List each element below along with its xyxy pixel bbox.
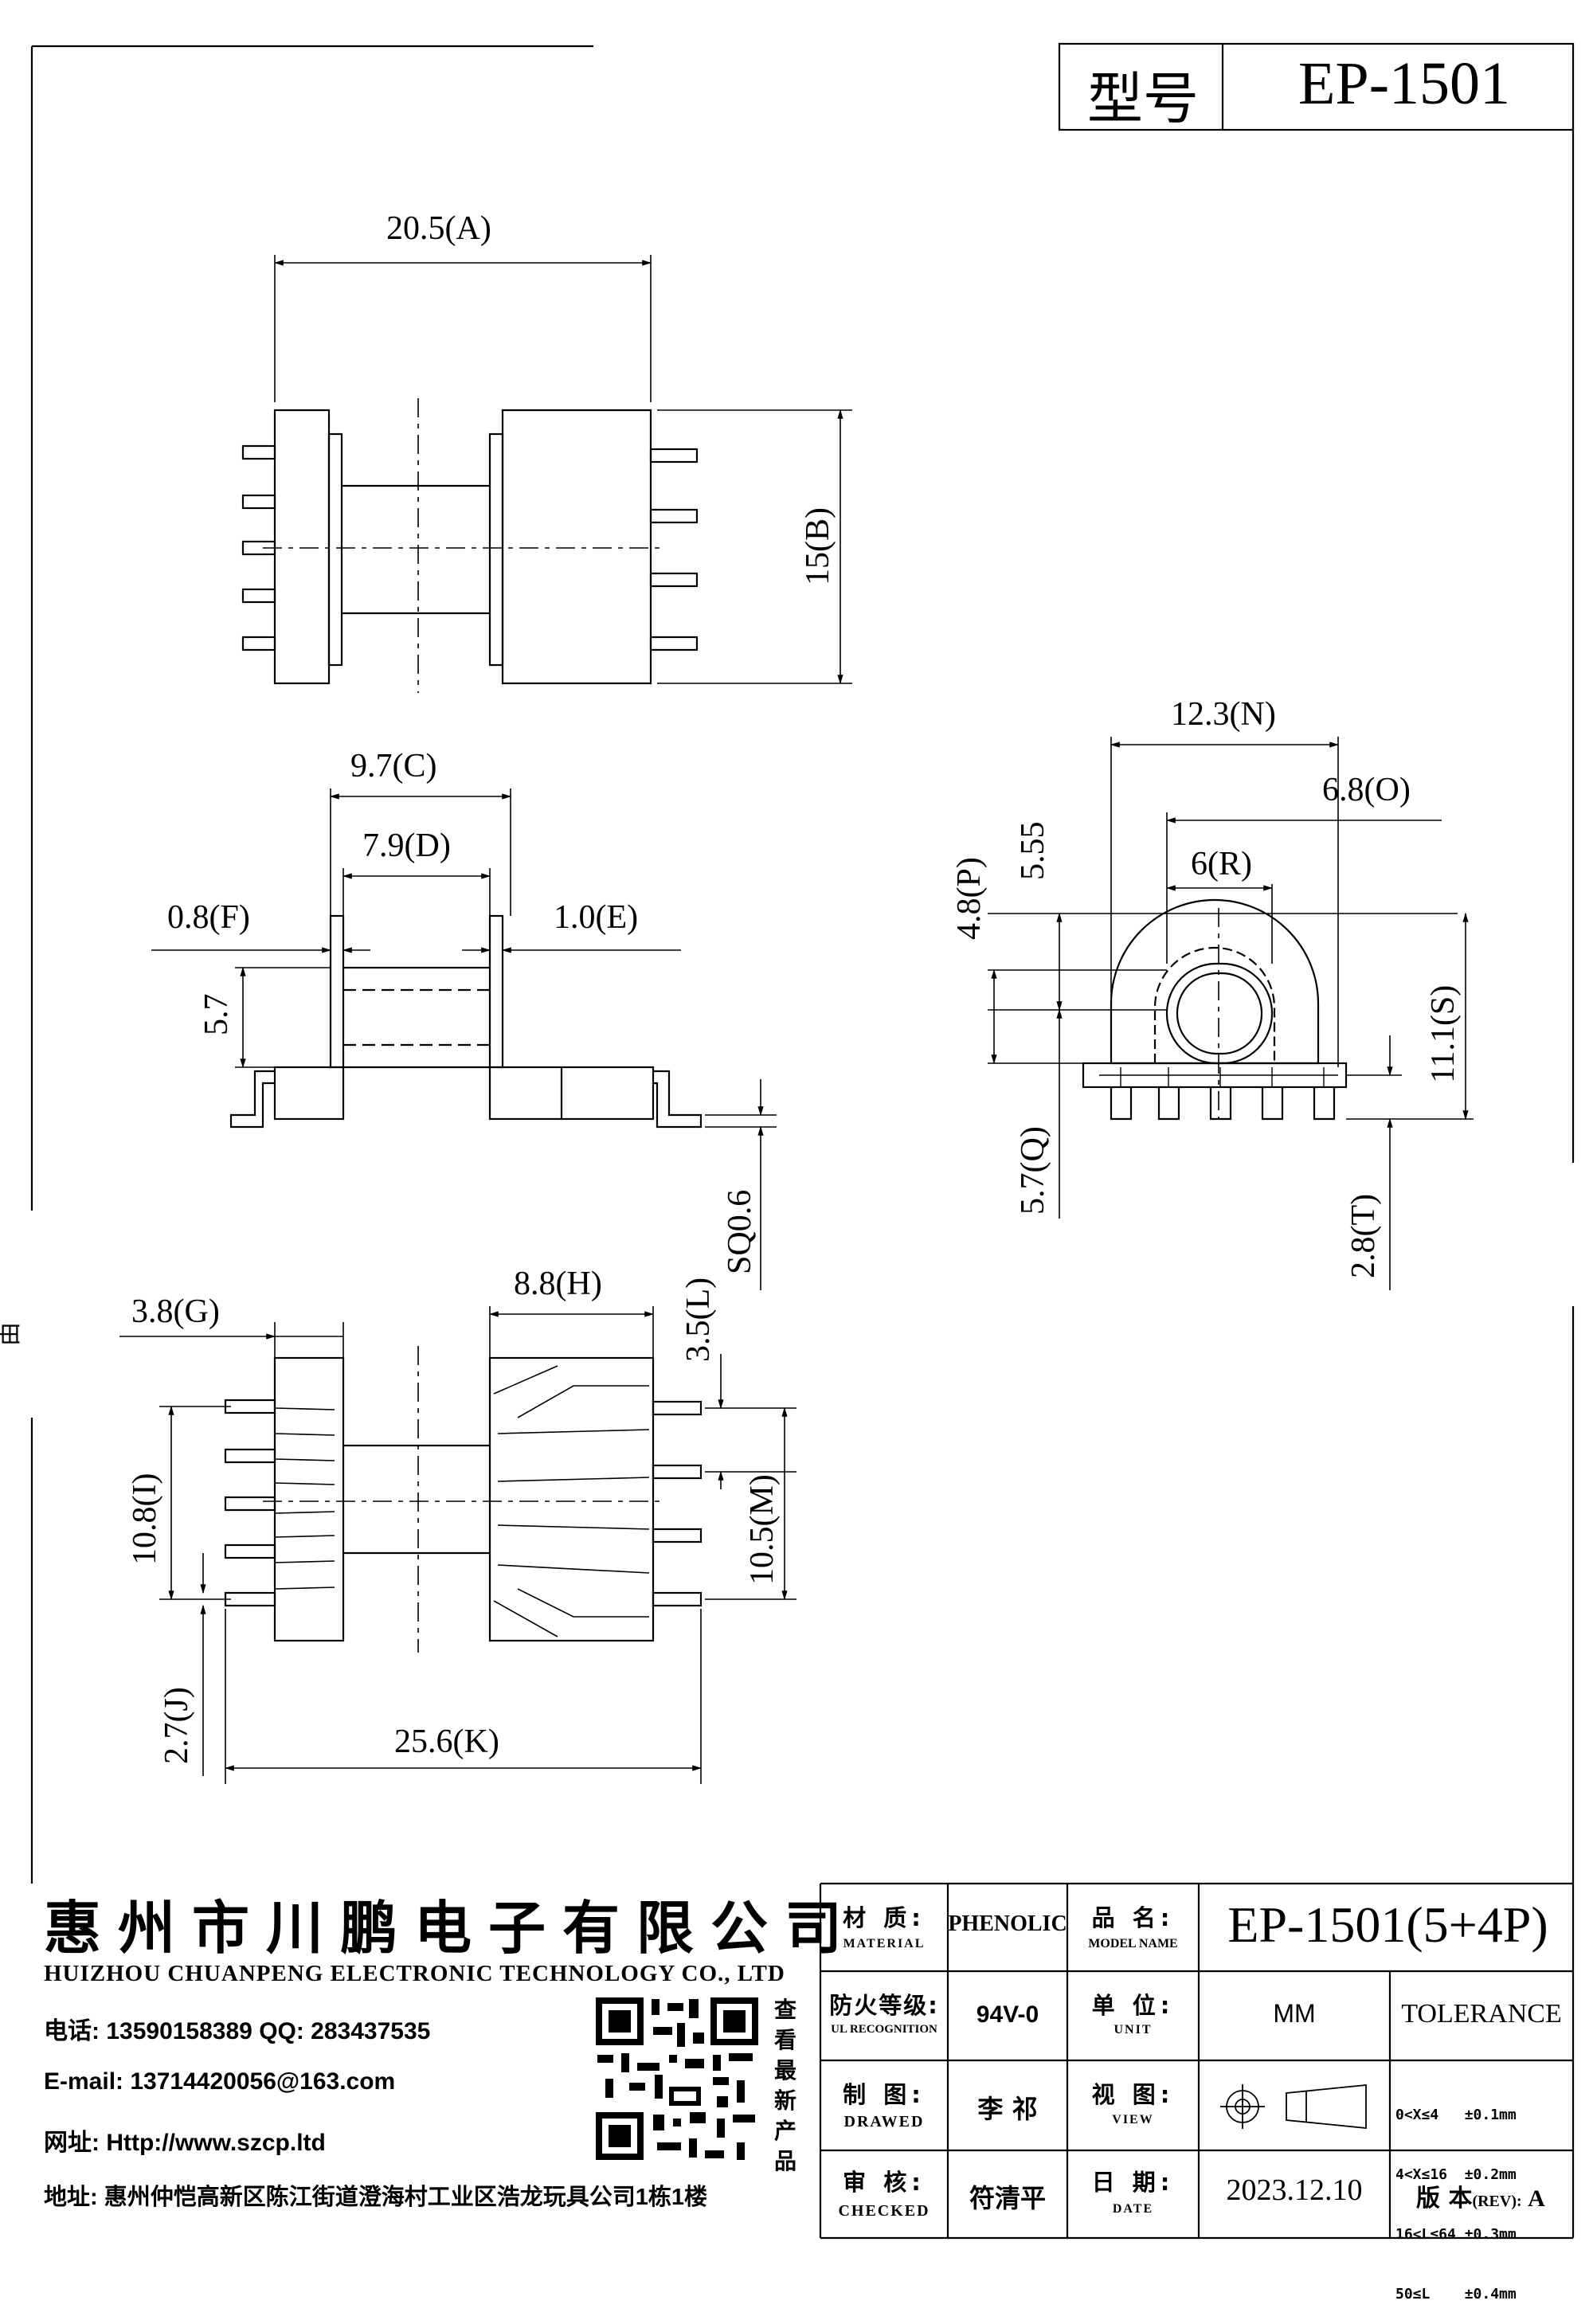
- ul-label-cn: 防火等级:: [829, 1992, 939, 2019]
- company-phone: 电话: 13590158389 QQ: 283437535: [44, 2018, 431, 2044]
- dim-p: 4.8(P): [951, 857, 988, 940]
- revision: 版 本(REV): A: [1416, 2178, 1545, 2213]
- margin-mark: 由: [0, 1322, 24, 1346]
- view-label-en: VIEW: [1112, 2113, 1154, 2126]
- dim-sq: SQ0.6: [722, 1190, 758, 1274]
- rev-value: A: [1528, 2185, 1545, 2212]
- company-website: 网址: Http://www.szcp.ltd: [44, 2130, 326, 2156]
- header-model: EP-1501: [1298, 50, 1510, 117]
- tolerance-label: TOLERANCE: [1401, 1999, 1562, 2029]
- dim-i: 10.8(I): [127, 1473, 163, 1565]
- model-label-en: MODEL NAME: [1088, 1937, 1178, 1950]
- dim-k: 25.6(K): [394, 1723, 499, 1760]
- dim-m: 10.5(M): [744, 1474, 781, 1585]
- dim-o: 6.8(O): [1322, 772, 1411, 808]
- header-box: [1058, 42, 1575, 131]
- dim-s: 11.1(S): [1425, 985, 1462, 1083]
- dim-a: 20.5(A): [386, 210, 491, 247]
- dim-5-55: 5.55: [1015, 822, 1051, 881]
- date-label-cn: 日 期:: [1091, 2169, 1175, 2196]
- dim-r: 6(R): [1191, 846, 1252, 882]
- ul-value: 94V-0: [976, 2001, 1039, 2028]
- drawn-value: 李 祁: [977, 2094, 1038, 2124]
- date-label-en: DATE: [1112, 2202, 1154, 2216]
- header-type-label: 型号: [1087, 66, 1199, 131]
- technical-drawing: 20.5(A) 15(B) 9.7(C) 7.9(D) 0.8(F) 1.0(E…: [0, 42, 1575, 2240]
- company-name-cn: 惠州市川鹏电子有限公司: [44, 1894, 859, 1962]
- drawn-label-en: DRAWED: [843, 2113, 925, 2130]
- checked-label-en: CHECKED: [838, 2202, 930, 2220]
- rev-label-en: (REV):: [1472, 2193, 1522, 2210]
- title-block-grid: [819, 1882, 1575, 2240]
- checked-label-cn: 审 核:: [843, 2169, 926, 2196]
- dim-j: 2.7(J): [159, 1687, 195, 1764]
- dim-b: 15(B): [800, 507, 836, 585]
- dim-g: 3.8(G): [131, 1293, 220, 1330]
- dim-f: 0.8(F): [167, 899, 250, 936]
- dim-t: 2.8(T): [1345, 1194, 1382, 1278]
- unit-label-cn: 单 位:: [1091, 1992, 1175, 2019]
- model-name-value: EP-1501(5+4P): [1227, 1896, 1548, 1953]
- rev-label-cn: 版 本: [1416, 2185, 1473, 2212]
- front-view: [988, 737, 1474, 1290]
- dim-l: 3.5(L): [680, 1277, 717, 1362]
- unit-label-en: UNIT: [1114, 2023, 1153, 2036]
- bottom-view: [119, 1306, 796, 1784]
- drawn-label-cn: 制 图:: [843, 2081, 926, 2108]
- material-label-cn: 材 质:: [843, 1904, 926, 1931]
- view-label-cn: 视 图:: [1091, 2081, 1175, 2108]
- page-border: [30, 45, 1575, 1884]
- date-value: 2023.12.10: [1226, 2173, 1363, 2207]
- dim-d: 7.9(D): [362, 827, 451, 864]
- company-address: 地址: 惠州仲恺高新区陈江街道澄海村工业区浩龙玩具公司1栋1楼: [44, 2185, 707, 2210]
- dim-q: 5.7(Q): [1015, 1126, 1051, 1215]
- checked-value: 符清平: [969, 2183, 1046, 2213]
- dim-h: 8.8(H): [514, 1266, 602, 1302]
- model-label-cn: 品 名:: [1091, 1904, 1175, 1931]
- dim-e: 1.0(E): [554, 899, 638, 936]
- dim-c: 9.7(C): [350, 748, 437, 784]
- company-email: E-mail: 13714420056@163.com: [44, 2068, 396, 2095]
- side-view: [151, 788, 777, 1290]
- dim-n: 12.3(N): [1171, 696, 1276, 733]
- qr-side-text: 查 看 最 新 产 品: [773, 1997, 796, 2174]
- unit-value: MM: [1273, 1999, 1316, 2028]
- material-label-en: MATERIAL: [843, 1937, 926, 1950]
- projection-view-symbol: [1220, 2084, 1367, 2129]
- dim-height-5-7: 5.7: [198, 994, 235, 1036]
- material-value: PHENOLIC: [948, 1911, 1067, 1936]
- qr-code: [593, 1995, 761, 2162]
- ul-label-en: UL RECOGNITION: [831, 2023, 937, 2036]
- top-view: [241, 255, 852, 693]
- company-name-en: HUIZHOU CHUANPENG ELECTRONIC TECHNOLOGY …: [44, 1961, 785, 1986]
